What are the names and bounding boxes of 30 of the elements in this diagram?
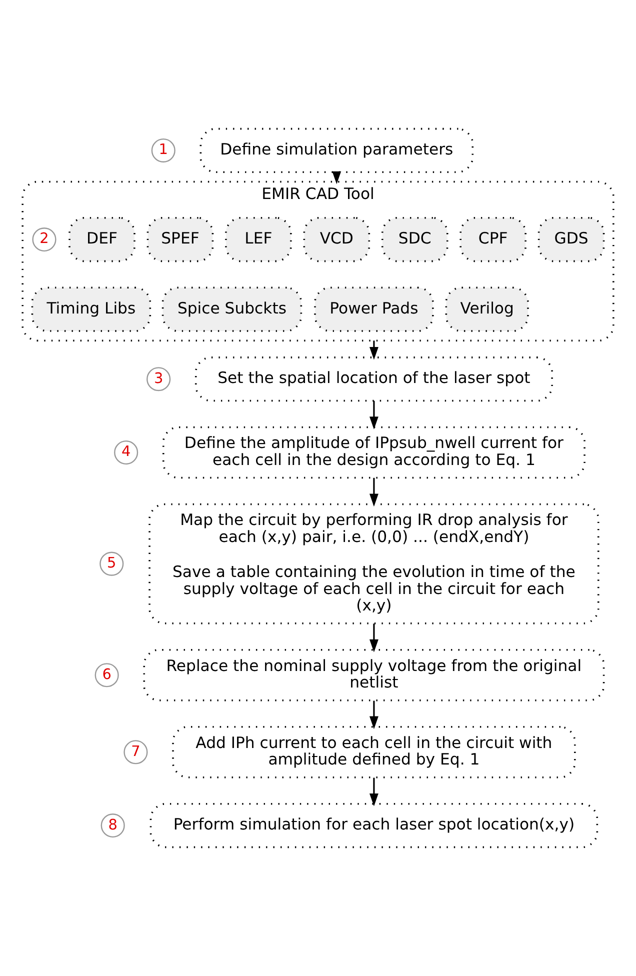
- node-box: DEF: [68, 216, 136, 262]
- node-box: CPF: [460, 216, 526, 262]
- node-box: Timing Libs: [31, 286, 152, 332]
- node-label: 1: [158, 142, 168, 158]
- arrow: [369, 400, 378, 430]
- node-box: SPEF: [146, 216, 214, 262]
- node-label: 7: [131, 744, 140, 760]
- node-label: 5: [107, 556, 116, 572]
- node-box: Add IPh current to each cell in the circuit with amplitude defined by Eq. 1: [172, 726, 576, 778]
- node-box: Perform simulation for each laser spot location(x,y): [150, 802, 598, 848]
- node-label: 6: [102, 666, 112, 683]
- arrow: [369, 624, 378, 652]
- node-box: Define the amplitude of IPpsub_nwell current for each cell in the design according to Eq. 1: [162, 426, 586, 479]
- arrow: [369, 478, 378, 507]
- node-box: Set the spatial location of the laser spot: [194, 356, 553, 402]
- node-box: Replace the nominal supply voltage from the original netlist: [143, 648, 605, 702]
- node-box: Power Pads: [314, 286, 434, 332]
- arrow: [369, 778, 378, 806]
- node-box: SDC: [381, 216, 448, 262]
- node-label: 2: [40, 231, 49, 248]
- node-box: GDS: [538, 216, 605, 262]
- node-label: 3: [154, 370, 164, 387]
- node-box: Map the circuit by performing IR drop analysis for each (x,y) pair, i.e. (0,0) ... (endX,endY) Save a table containing the evolution in time of the supply voltage of each cell in the circuit for each (x,y): [148, 503, 600, 624]
- node-label: 8: [108, 817, 118, 834]
- arrow: [369, 700, 378, 730]
- node-box: Verilog: [445, 286, 529, 332]
- node-box: VCD: [303, 216, 370, 262]
- node-box: LEF: [225, 216, 292, 262]
- node-label: 4: [121, 444, 131, 460]
- node-box: Spice Subckts: [162, 286, 302, 332]
